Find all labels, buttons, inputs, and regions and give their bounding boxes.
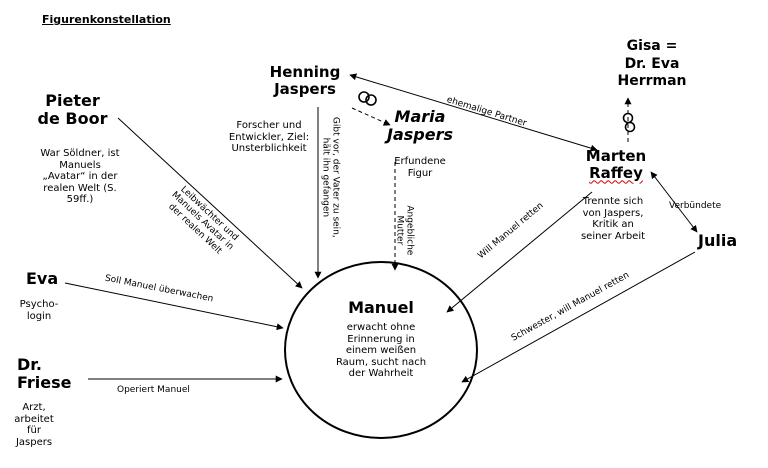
node-friese-desc: Arzt, arbeitet für Jaspers (9, 402, 59, 448)
node-henning-name: Henning Jaspers (260, 63, 350, 99)
name-line: de Boor (37, 109, 108, 129)
page-title: Figurenkonstellation (42, 13, 171, 26)
wedding-rings-icon-gisa (622, 112, 636, 133)
node-pieter-desc: War Söldner, ist Manuels „Avatar“ in der… (30, 148, 130, 206)
arrow-julia-manuel (461, 251, 696, 383)
desc-line: realen Welt (S. (43, 182, 117, 194)
desc-line: 59ff.) (66, 194, 94, 205)
desc-line: Raum, sucht nach (335, 356, 427, 368)
node-marten-desc: Trennte sich von Jaspers, Kritik an sein… (568, 196, 658, 242)
arrow-pieter-manuel (117, 117, 303, 289)
edge-line: Mutter (394, 215, 404, 246)
node-maria-desc: Erfundene Figur (386, 156, 454, 179)
desc-line: „Avatar“ in der (42, 171, 118, 182)
desc-line: Forscher und (236, 120, 302, 131)
desc-line: War Söldner, ist (40, 148, 120, 159)
name-line: Jaspers (387, 125, 453, 145)
desc-line: Kritik an (592, 219, 634, 230)
desc-line: Entwickler, Ziel: (228, 131, 310, 143)
desc-line: Trennte sich (582, 196, 644, 207)
edge-line: hält ihn gefangen (320, 137, 330, 218)
node-eva-desc: Psycho- login (14, 299, 64, 322)
name-line: Marten (585, 147, 647, 165)
name-line: Dr. (17, 355, 42, 374)
desc-line: login (26, 310, 52, 322)
desc-line: Unsterblichkeit (231, 143, 307, 154)
desc-line: Manuels (59, 159, 101, 171)
wedding-rings-icon (358, 91, 377, 106)
manuel-ellipse (284, 261, 478, 439)
name-line: Herrman (617, 73, 687, 89)
arrow-eva-manuel (64, 282, 284, 331)
desc-line: Psycho- (19, 299, 59, 310)
name-line: Jaspers (274, 80, 336, 99)
name-line: Henning (269, 63, 341, 81)
desc-line: Arzt, (22, 402, 46, 413)
desc-line: für (27, 425, 41, 436)
edge-line: Gibt vor, der Vater zu sein, (330, 116, 341, 238)
name-line: Raffey (589, 164, 643, 183)
node-pieter-name: Pieter de Boor (30, 91, 115, 129)
desc-line: Erfundene (394, 156, 446, 167)
desc-line: Erinnerung in (347, 333, 415, 345)
arrow-henning-marten (349, 73, 598, 152)
node-maria-name: Maria Jaspers (385, 107, 455, 145)
node-julia-name: Julia (698, 231, 738, 250)
name-line: Maria (394, 107, 446, 126)
edge-label-julia-marten: Verbündete (669, 201, 722, 211)
name-line: Friese (17, 373, 72, 393)
edge-label-maria-manuel: Angebliche Mutter (394, 200, 415, 260)
node-marten-name: Marten Raffey (578, 147, 654, 183)
desc-line: Jaspers (15, 436, 53, 448)
arrow-julia-marten (650, 171, 698, 233)
edge-line: Angebliche (404, 205, 415, 256)
desc-line: seiner Arbeit (580, 230, 646, 242)
name-line: Pieter (45, 91, 100, 110)
edge-label-friese-manuel: Operiert Manuel (117, 385, 190, 395)
edge-label-henning-manuel: Gibt vor, der Vater zu sein, hält ihn ge… (320, 107, 341, 247)
arrow-marten-manuel (446, 191, 593, 313)
node-eva-name: Eva (26, 269, 59, 288)
node-gisa-name: Gisa = Dr. Eva Herrman (606, 38, 698, 91)
node-henning-desc: Forscher und Entwickler, Ziel: Unsterbli… (222, 120, 316, 155)
name-line: Dr. Eva (624, 55, 680, 72)
node-friese-name: Dr. Friese (17, 355, 72, 393)
desc-line: erwacht ohne (346, 322, 416, 333)
node-manuel-name: Manuel (348, 298, 414, 317)
name-line: Gisa = (626, 38, 678, 54)
desc-line: einem weißen (345, 345, 417, 356)
desc-line: von Jaspers, (582, 207, 644, 219)
node-manuel-desc: erwacht ohne Erinnerung in einem weißen … (311, 322, 451, 380)
desc-line: Figur (407, 167, 433, 179)
desc-line: arbeitet (14, 413, 54, 425)
desc-line: der Wahrheit (348, 368, 414, 379)
